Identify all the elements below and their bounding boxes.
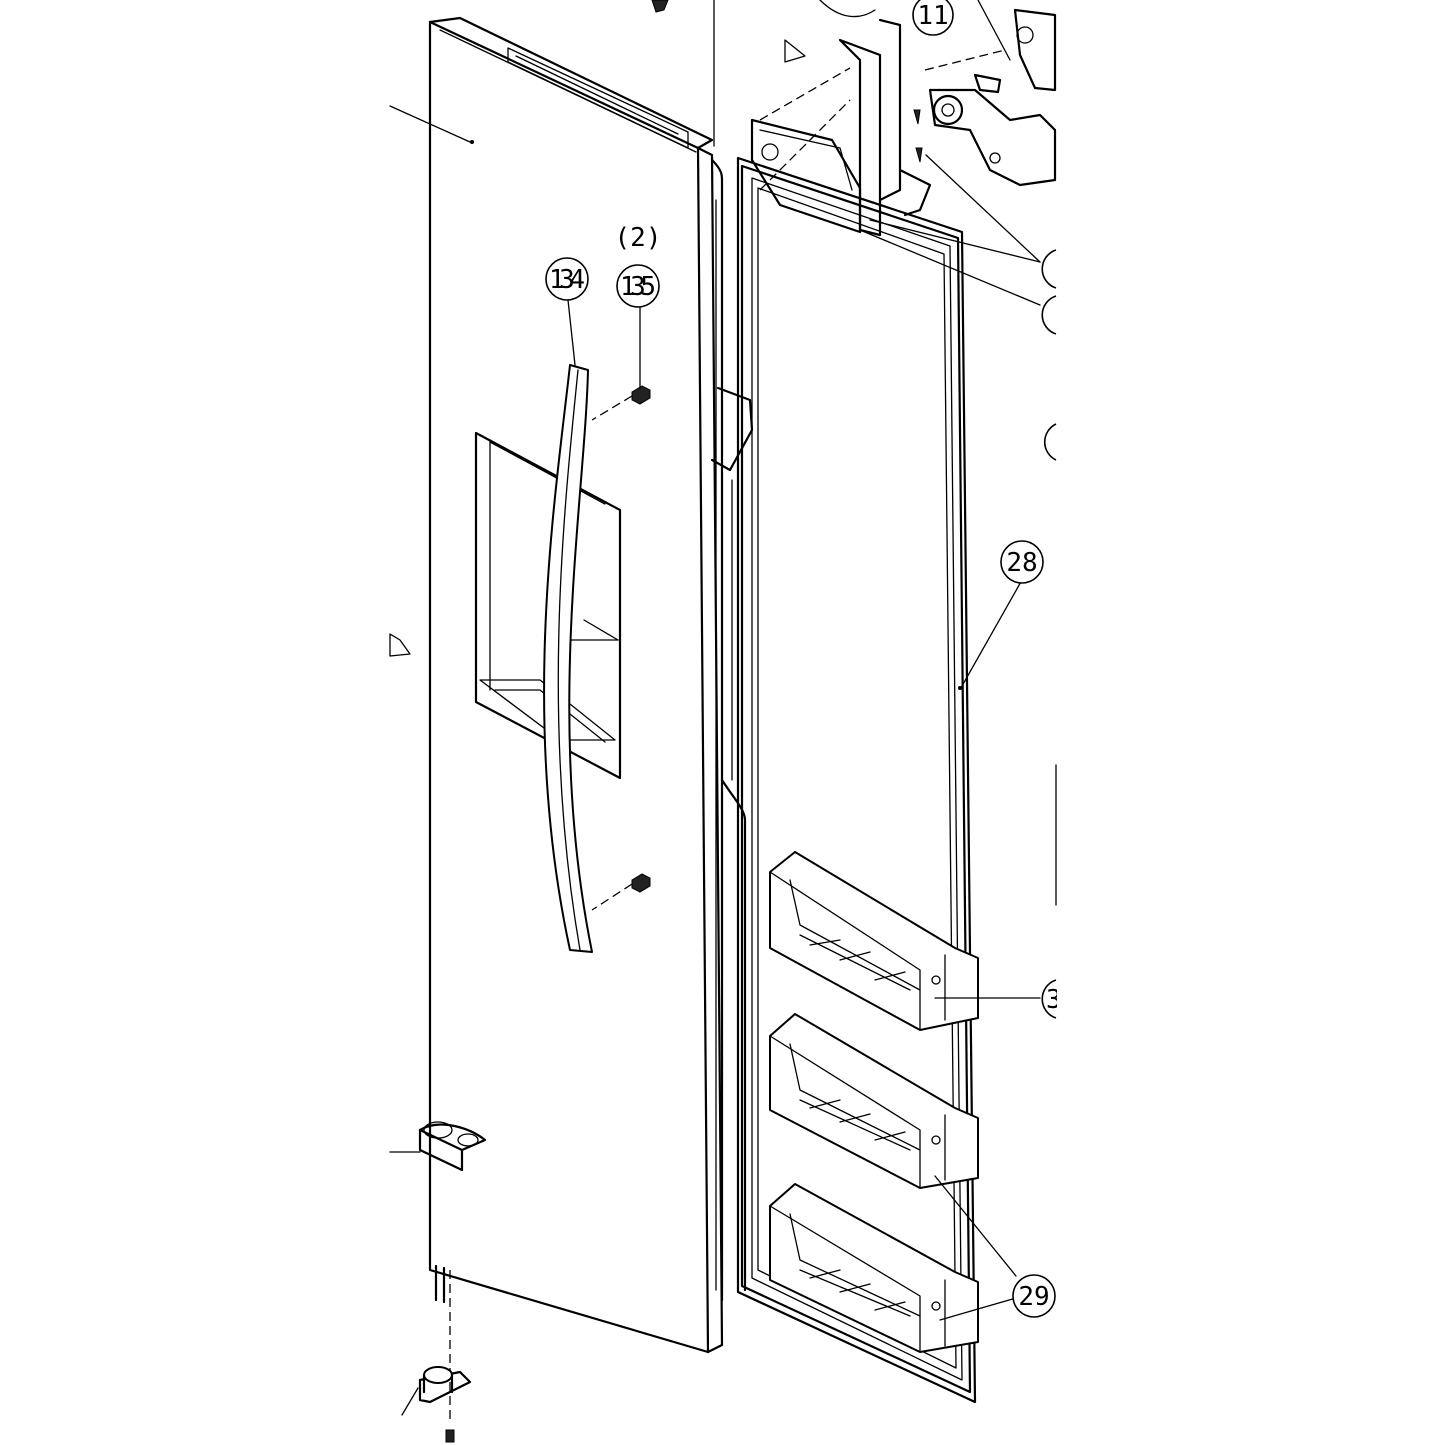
callout-partial-c bbox=[1043, 423, 1057, 461]
left-door-panel bbox=[389, 16, 724, 1354]
door-bin-middle bbox=[769, 1013, 979, 1189]
door-handle bbox=[543, 364, 593, 953]
callout-134: 134 bbox=[545, 257, 589, 301]
top-hinge-assembly bbox=[651, 0, 1041, 306]
callout-28-label: 28 bbox=[1006, 548, 1037, 578]
callout-28: 28 bbox=[1000, 540, 1044, 584]
callout-134-label: 134 bbox=[549, 265, 585, 295]
left-partial-part bbox=[389, 633, 411, 657]
callout-135-label: 135 bbox=[620, 272, 656, 302]
leader-lines bbox=[934, 579, 1041, 1321]
callout-29-label: 29 bbox=[1018, 1282, 1049, 1312]
callout-partial-b bbox=[1041, 295, 1057, 335]
callout-135: 135 bbox=[616, 264, 660, 308]
bottom-hinge bbox=[389, 1121, 487, 1443]
callout-29: 29 bbox=[1012, 1274, 1056, 1318]
top-right-hinge-housing bbox=[924, 0, 1057, 263]
door-bin-top bbox=[769, 851, 979, 1031]
door-bin-bottom bbox=[769, 1183, 979, 1353]
blank-right-area bbox=[1057, 0, 1445, 1445]
cabinet-center-edge bbox=[710, 158, 754, 1302]
callout-11: 11 bbox=[912, 0, 954, 36]
callout-11-label: 11 bbox=[917, 1, 948, 31]
callout-partial-a bbox=[1041, 249, 1057, 289]
quantity-label: (2) bbox=[615, 223, 662, 253]
handle-screws bbox=[567, 299, 651, 911]
